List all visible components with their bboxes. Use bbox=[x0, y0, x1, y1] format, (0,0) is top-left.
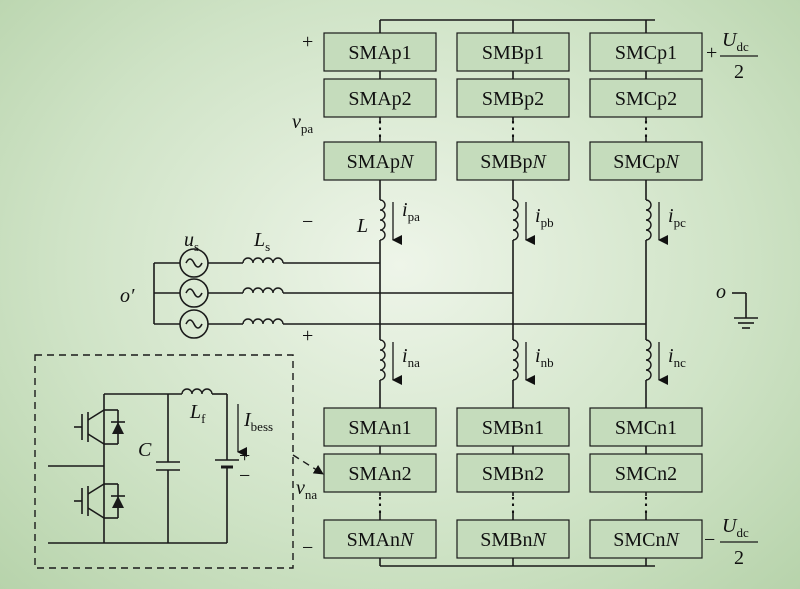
label-battery-minus: − bbox=[239, 465, 250, 487]
svg-text:SMBp2: SMBp2 bbox=[482, 88, 544, 110]
ac-source-b-icon bbox=[179, 278, 209, 308]
svg-text:Udc: Udc bbox=[722, 29, 749, 54]
label-plus-top: + bbox=[302, 31, 313, 53]
label-o: o bbox=[716, 281, 726, 303]
submodule-detail-box bbox=[34, 354, 294, 569]
submodule-smb-p1: SMBp1 bbox=[456, 32, 570, 72]
submodule-sma-n2: SMAn2 bbox=[323, 453, 437, 493]
svg-text:−: − bbox=[704, 529, 715, 551]
module-ellipses: ⋮ ⋮ ⋮ ⋮ ⋮ ⋮ bbox=[370, 118, 656, 516]
ellipsis-c-upper: ⋮ bbox=[636, 118, 656, 140]
label-inc: inc bbox=[668, 345, 686, 370]
label-vpa: vpa bbox=[292, 111, 313, 136]
label-ipb: ipb bbox=[535, 205, 554, 230]
filter-inductor-icon bbox=[181, 388, 213, 395]
label-udc-top: + Udc 2 bbox=[706, 29, 758, 83]
grid-inductor-b-icon bbox=[242, 287, 284, 294]
svg-text:SMAp2: SMAp2 bbox=[348, 88, 411, 110]
grid-inductor-a-icon bbox=[242, 257, 284, 264]
submodule-sma-n1: SMAn1 bbox=[323, 407, 437, 447]
submodule-smb-p2: SMBp2 bbox=[456, 78, 570, 118]
inductor-b-upper-icon bbox=[512, 199, 519, 241]
igbt-lower-icon bbox=[74, 483, 125, 519]
svg-text:SMBn2: SMBn2 bbox=[482, 463, 544, 485]
svg-text:SMAp1: SMAp1 bbox=[348, 42, 411, 64]
label-ina: ina bbox=[402, 345, 420, 370]
ellipsis-a-upper: ⋮ bbox=[370, 118, 390, 140]
inductor-c-lower-icon bbox=[645, 339, 652, 381]
ellipsis-a-lower: ⋮ bbox=[370, 494, 390, 516]
capacitor-icon bbox=[156, 394, 180, 543]
label-us: us bbox=[184, 229, 199, 254]
svg-text:SMCp2: SMCp2 bbox=[615, 88, 677, 110]
svg-text:SMApN: SMApN bbox=[347, 151, 415, 173]
label-vna: vna bbox=[296, 477, 317, 502]
svg-text:SMCn2: SMCn2 bbox=[615, 463, 677, 485]
submodule-smb-n2: SMBn2 bbox=[456, 453, 570, 493]
inductor-c-upper-icon bbox=[645, 199, 652, 241]
detail-pointer-arrow-icon bbox=[292, 454, 324, 475]
svg-text:SMAn2: SMAn2 bbox=[348, 463, 411, 485]
svg-text:SMAn1: SMAn1 bbox=[348, 417, 411, 439]
svg-text:Udc: Udc bbox=[722, 515, 749, 540]
submodule-smc-p2: SMCp2 bbox=[589, 78, 703, 118]
ground-icon bbox=[732, 292, 758, 329]
submodule-smc-nn: SMCnN bbox=[589, 519, 703, 559]
submodule-sma-pn: SMApN bbox=[323, 141, 437, 181]
svg-text:SMBpN: SMBpN bbox=[480, 151, 547, 173]
svg-text:2: 2 bbox=[734, 61, 744, 83]
arm-inductors bbox=[379, 199, 652, 381]
half-bridge-circuit bbox=[48, 388, 247, 544]
label-inb: inb bbox=[535, 345, 554, 370]
label-Lf: Lf bbox=[189, 401, 206, 426]
submodule-smc-p1: SMCp1 bbox=[589, 32, 703, 72]
label-Ls: Ls bbox=[253, 229, 270, 254]
label-ipc: ipc bbox=[668, 205, 686, 230]
submodule-smc-n1: SMCn1 bbox=[589, 407, 703, 447]
label-plus-mid: + bbox=[302, 325, 313, 347]
submodule-smc-pn: SMCpN bbox=[589, 141, 703, 181]
label-minus-mid: − bbox=[302, 211, 313, 233]
igbt-upper-icon bbox=[74, 409, 125, 445]
submodule-smb-pn: SMBpN bbox=[456, 141, 570, 181]
submodule-smc-n2: SMCn2 bbox=[589, 453, 703, 493]
svg-text:SMCn1: SMCn1 bbox=[615, 417, 677, 439]
ellipsis-b-lower: ⋮ bbox=[503, 494, 523, 516]
arm-current-arrows bbox=[392, 202, 668, 385]
inductor-b-lower-icon bbox=[512, 339, 519, 381]
label-arm-inductor-L: L bbox=[356, 215, 368, 237]
submodule-smb-nn: SMBnN bbox=[456, 519, 570, 559]
grid-inductor-c-icon bbox=[242, 318, 284, 325]
svg-text:SMCnN: SMCnN bbox=[613, 529, 680, 551]
inductor-a-lower-icon bbox=[379, 339, 386, 381]
label-minus-bottom: − bbox=[302, 537, 313, 559]
label-Ibess: Ibess bbox=[243, 409, 273, 434]
svg-text:SMBnN: SMBnN bbox=[480, 529, 547, 551]
label-battery-plus: + bbox=[239, 445, 250, 467]
battery-icon bbox=[215, 394, 239, 543]
svg-text:SMBn1: SMBn1 bbox=[482, 417, 544, 439]
svg-text:+: + bbox=[706, 42, 717, 64]
inductor-a-upper-icon bbox=[379, 199, 386, 241]
label-ipa: ipa bbox=[402, 199, 420, 224]
svg-text:SMBp1: SMBp1 bbox=[482, 42, 544, 64]
svg-text:SMCp1: SMCp1 bbox=[615, 42, 677, 64]
submodule-sma-p1: SMAp1 bbox=[323, 32, 437, 72]
submodule-smb-n1: SMBn1 bbox=[456, 407, 570, 447]
label-o-prime: o′ bbox=[120, 285, 135, 307]
submodule-sma-nn: SMAnN bbox=[323, 519, 437, 559]
svg-text:SMAnN: SMAnN bbox=[347, 529, 415, 551]
ellipsis-b-upper: ⋮ bbox=[503, 118, 523, 140]
submodule-sma-p2: SMAp2 bbox=[323, 78, 437, 118]
svg-text:2: 2 bbox=[734, 547, 744, 569]
label-C: C bbox=[138, 439, 152, 461]
label-udc-bottom: − Udc 2 bbox=[704, 515, 758, 569]
ellipsis-c-lower: ⋮ bbox=[636, 494, 656, 516]
svg-text:SMCpN: SMCpN bbox=[613, 151, 680, 173]
ac-grid bbox=[153, 248, 646, 339]
ac-source-c-icon bbox=[179, 309, 209, 339]
